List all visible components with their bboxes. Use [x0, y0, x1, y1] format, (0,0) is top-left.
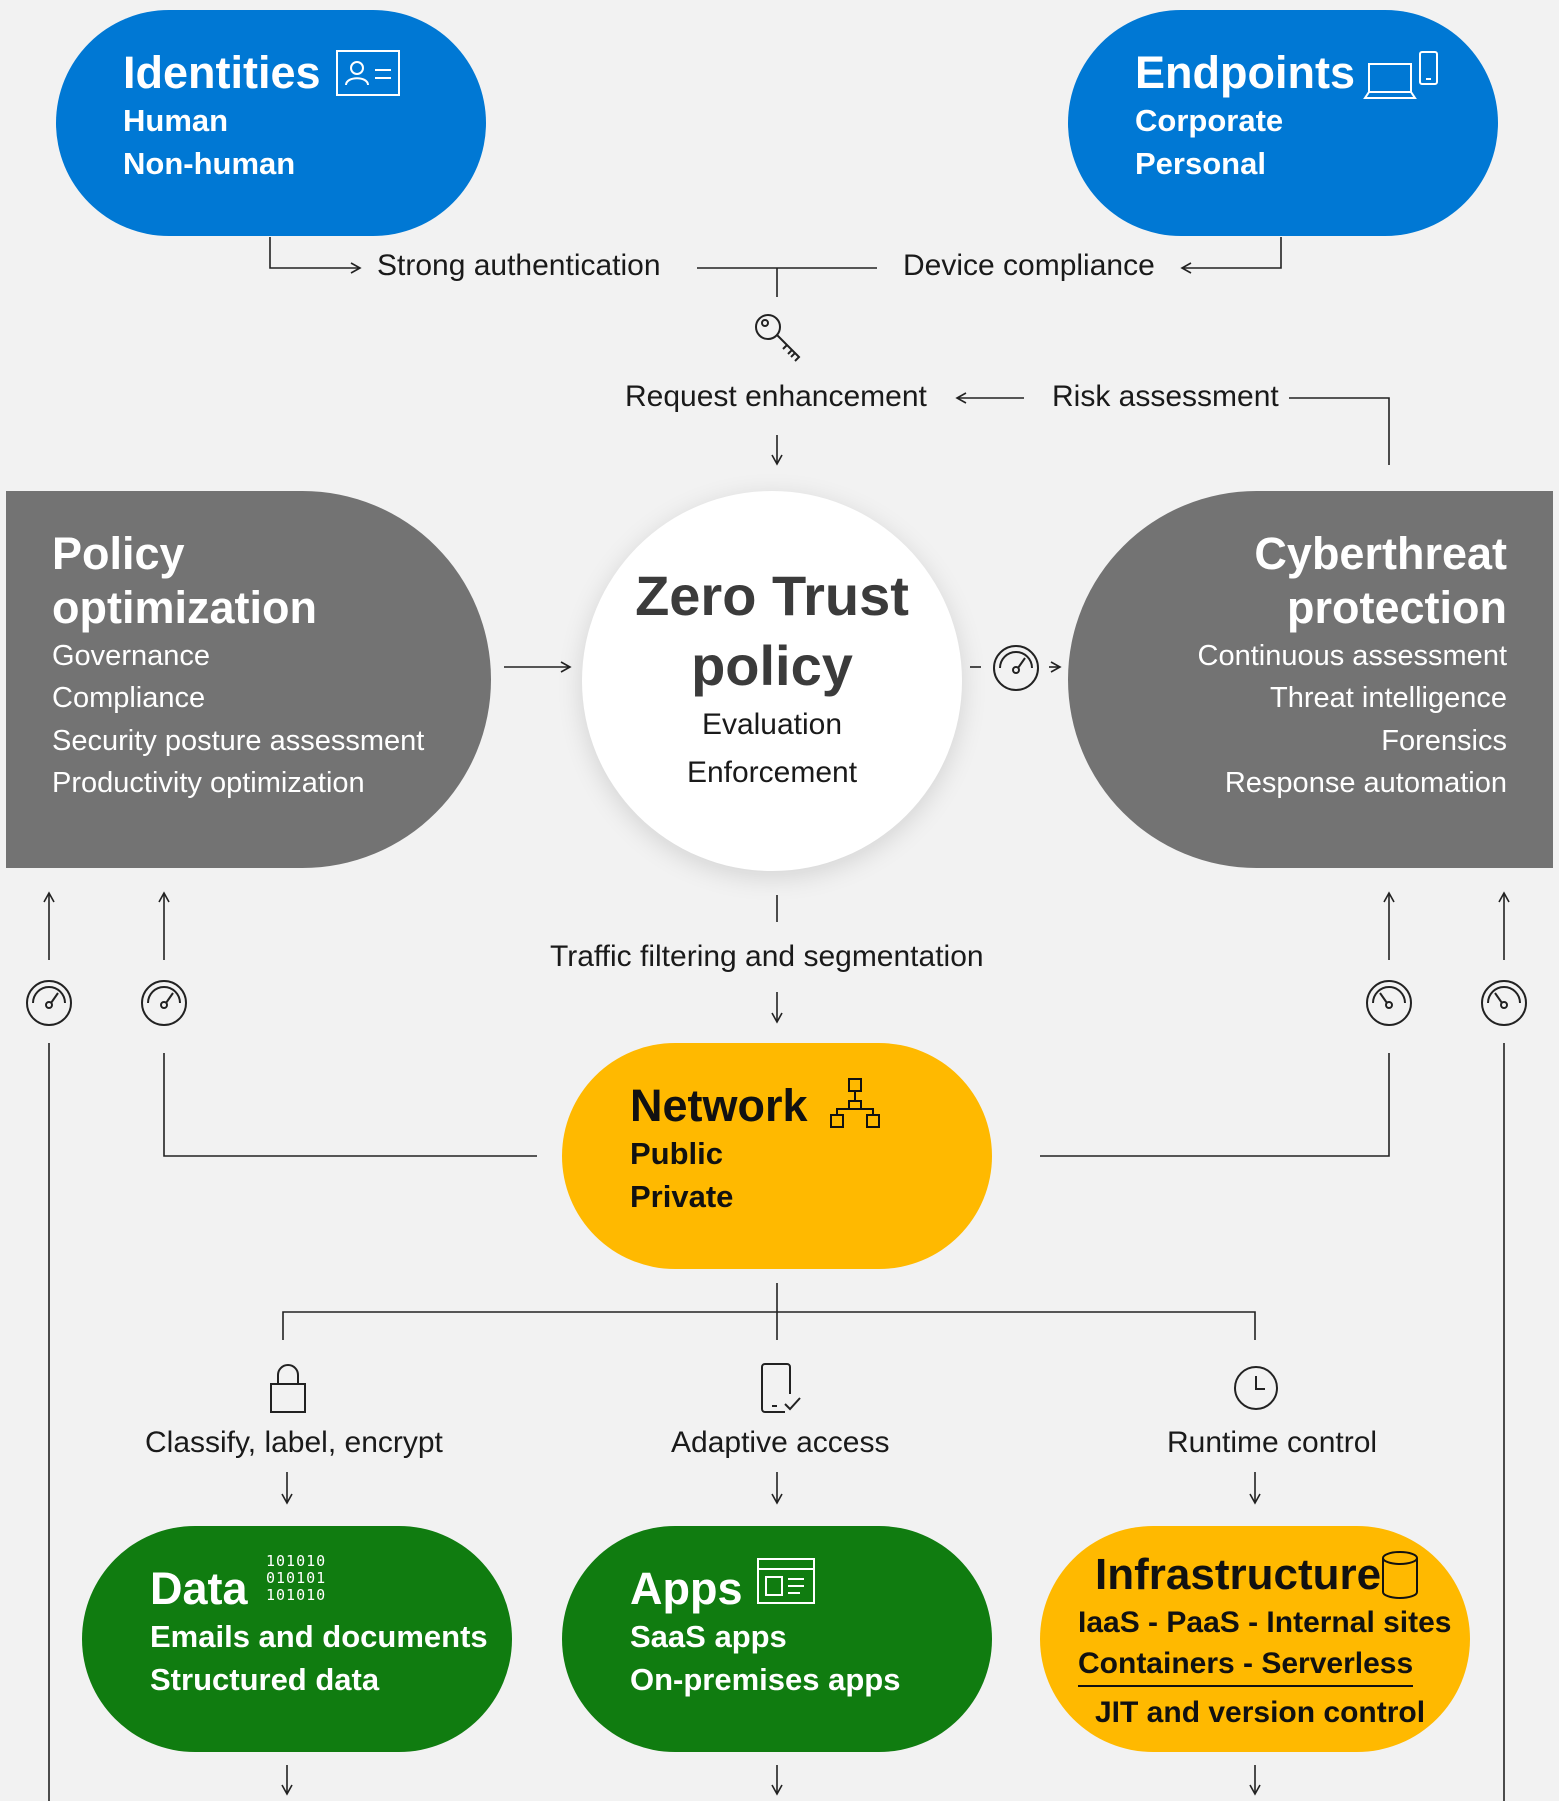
infrastructure-line3: JIT and version control: [1095, 1696, 1426, 1730]
network-item: Private: [630, 1178, 734, 1214]
zero-trust-policy-node: Zero Trust policy Evaluation Enforcement: [582, 491, 962, 871]
clock-icon: [1234, 1366, 1278, 1410]
gauge-icon: [1481, 980, 1527, 1026]
policy-optimization-node: Policy optimization Governance Complianc…: [6, 491, 491, 868]
cyber-item: Response automation: [1224, 766, 1507, 799]
network-node: Network Public Private: [562, 1043, 992, 1269]
endpoints-item: Corporate: [1135, 103, 1284, 138]
binary-line: 101010: [266, 1552, 327, 1570]
endpoints-title: Endpoints: [1135, 47, 1355, 98]
policy-title-line2: optimization: [52, 582, 317, 633]
gauge-icon: [26, 980, 72, 1026]
apps-title: Apps: [630, 1563, 743, 1614]
binary-icon: 101010 010101 101010: [266, 1553, 326, 1604]
data-node: Data Emails and documents Structured dat…: [82, 1526, 512, 1752]
gauge-icon: [993, 645, 1039, 691]
classify-label: Classify, label, encrypt: [145, 1426, 443, 1459]
identities-title: Identities: [123, 47, 321, 98]
phone-check-icon: [761, 1363, 801, 1413]
identities-item: Human: [123, 103, 229, 138]
network-icon: [830, 1078, 880, 1128]
apps-item: SaaS apps: [630, 1619, 787, 1654]
gauge-icon: [1366, 980, 1412, 1026]
cyber-item: Continuous assessment: [1197, 640, 1508, 672]
network-title: Network: [630, 1080, 808, 1131]
cyber-item: Threat intelligence: [1270, 682, 1507, 715]
zero-trust-item: Enforcement: [686, 756, 858, 789]
runtime-control-label: Runtime control: [1167, 1426, 1378, 1459]
strong-authentication-label: Strong authentication: [377, 249, 661, 282]
risk-assessment-label: Risk assessment: [1052, 380, 1279, 413]
id-card-icon: [336, 50, 400, 96]
policy-title-line1: Policy: [52, 528, 185, 579]
identities-node: Identities Human Non-human: [56, 10, 486, 236]
device-compliance-label: Device compliance: [903, 249, 1155, 282]
policy-item: Governance: [52, 640, 210, 672]
endpoints-node: Endpoints Corporate Personal: [1068, 10, 1498, 236]
request-enhancement-label: Request enhancement: [625, 380, 927, 413]
cyber-title-line2: protection: [1287, 582, 1507, 633]
apps-item: On-premises apps: [630, 1661, 901, 1697]
apps-node: Apps SaaS apps On-premises apps: [562, 1526, 992, 1752]
adaptive-access-label: Adaptive access: [671, 1426, 890, 1459]
policy-item: Security posture assessment: [52, 724, 425, 757]
policy-item: Productivity optimization: [52, 766, 365, 799]
endpoints-item: Personal: [1135, 145, 1266, 181]
policy-item: Compliance: [52, 682, 206, 715]
key-icon: [755, 314, 801, 362]
zero-trust-title-line2: policy: [691, 634, 853, 697]
database-icon: [1382, 1551, 1418, 1599]
zero-trust-title-line1: Zero Trust: [635, 564, 909, 627]
cyber-title-line1: Cyberthreat: [1254, 528, 1507, 579]
cyberthreat-protection-node: Cyberthreat protection Continuous assess…: [1068, 491, 1553, 868]
data-item: Emails and documents: [150, 1619, 488, 1654]
traffic-filtering-label: Traffic filtering and segmentation: [550, 940, 984, 973]
binary-line: 010101: [266, 1569, 327, 1587]
lock-icon: [270, 1364, 306, 1413]
zero-trust-item: Evaluation: [701, 708, 843, 741]
network-item: Public: [630, 1136, 724, 1171]
data-title: Data: [150, 1563, 248, 1614]
binary-line: 101010: [266, 1586, 327, 1604]
infrastructure-title: Infrastructure: [1095, 1550, 1382, 1599]
infrastructure-line2: Containers - Serverless: [1078, 1644, 1414, 1688]
laptop-phone-icon: [1363, 51, 1438, 99]
cyber-item: Forensics: [1381, 724, 1507, 757]
identities-item: Non-human: [123, 145, 296, 181]
data-item: Structured data: [150, 1661, 380, 1697]
app-window-icon: [757, 1558, 815, 1604]
gauge-icon: [141, 980, 187, 1026]
infrastructure-line1: IaaS - PaaS - Internal sites: [1078, 1605, 1452, 1639]
